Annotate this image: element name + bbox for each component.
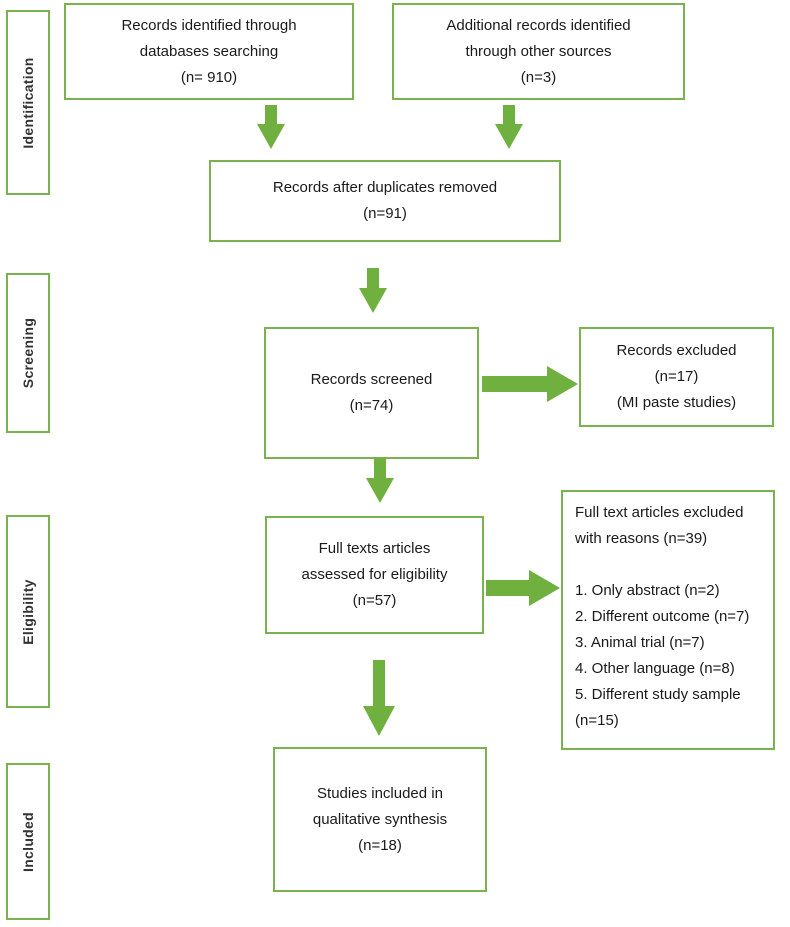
- other-sources-line2: through other sources: [465, 42, 612, 60]
- box-records-excluded: Records excluded (n=17) (MI paste studie…: [579, 327, 774, 427]
- other-sources-line1: Additional records identified: [446, 16, 631, 34]
- full-text-excluded-line1: Full text articles excluded: [575, 504, 744, 521]
- stage-identification: Identification: [6, 10, 50, 195]
- box-other-sources-records: Additional records identified through ot…: [392, 3, 685, 100]
- box-records-screened: Records screened (n=74): [264, 327, 479, 459]
- stage-screening: Screening: [6, 273, 50, 433]
- full-text-excluded-line2: with reasons (n=39): [575, 530, 708, 547]
- arrow-down-icon: [495, 105, 523, 149]
- arrow-down-icon: [257, 105, 285, 149]
- box-databases-records: Records identified through databases sea…: [64, 3, 354, 100]
- excluded-reason: (MI paste studies): [616, 394, 737, 411]
- screened-line1: Records screened: [310, 371, 433, 388]
- stage-eligibility: Eligibility: [6, 515, 50, 708]
- arrow-right-icon: [482, 366, 578, 402]
- exclusion-reason-item: 1. Only abstract (n=2): [575, 582, 720, 599]
- box-full-text-assessed: Full texts articles assessed for eligibi…: [265, 516, 484, 634]
- full-text-assessed-line2: assessed for eligibility: [301, 566, 448, 583]
- exclusion-reason-item: 2. Different outcome (n=7): [575, 608, 750, 625]
- included-line2: qualitative synthesis: [312, 810, 448, 828]
- box-duplicates-removed: Records after duplicates removed (n=91): [209, 160, 561, 242]
- arrow-down-icon: [363, 660, 395, 736]
- screened-count: (n=74): [349, 397, 394, 414]
- exclusion-reason-item: 3. Animal trial (n=7): [575, 634, 705, 651]
- stage-included: Included: [6, 763, 50, 920]
- exclusion-reason-item: 4. Other language (n=8): [575, 660, 735, 677]
- included-count: (n=18): [358, 836, 402, 854]
- box-full-text-excluded: Full text articles excluded with reasons…: [561, 490, 775, 750]
- databases-line1: Records identified through: [121, 16, 297, 34]
- excluded-line1: Records excluded: [616, 342, 737, 359]
- databases-line2: databases searching: [139, 42, 279, 60]
- arrow-right-icon: [486, 570, 560, 606]
- exclusion-reason-item: 5. Different study sample: [575, 686, 741, 703]
- full-text-assessed-line1: Full texts articles: [318, 540, 431, 557]
- excluded-count: (n=17): [654, 368, 699, 385]
- databases-count: (n= 910): [180, 68, 238, 86]
- full-text-assessed-count: (n=57): [352, 592, 397, 609]
- arrow-down-icon: [366, 458, 394, 503]
- duplicates-removed-line1: Records after duplicates removed: [272, 179, 498, 196]
- arrow-down-icon: [359, 268, 387, 313]
- box-studies-included: Studies included in qualitative synthesi…: [273, 747, 487, 892]
- exclusion-reason-item: (n=15): [575, 712, 619, 729]
- other-sources-count: (n=3): [520, 68, 557, 86]
- duplicates-removed-count: (n=91): [363, 205, 407, 222]
- included-line1: Studies included in: [317, 784, 443, 802]
